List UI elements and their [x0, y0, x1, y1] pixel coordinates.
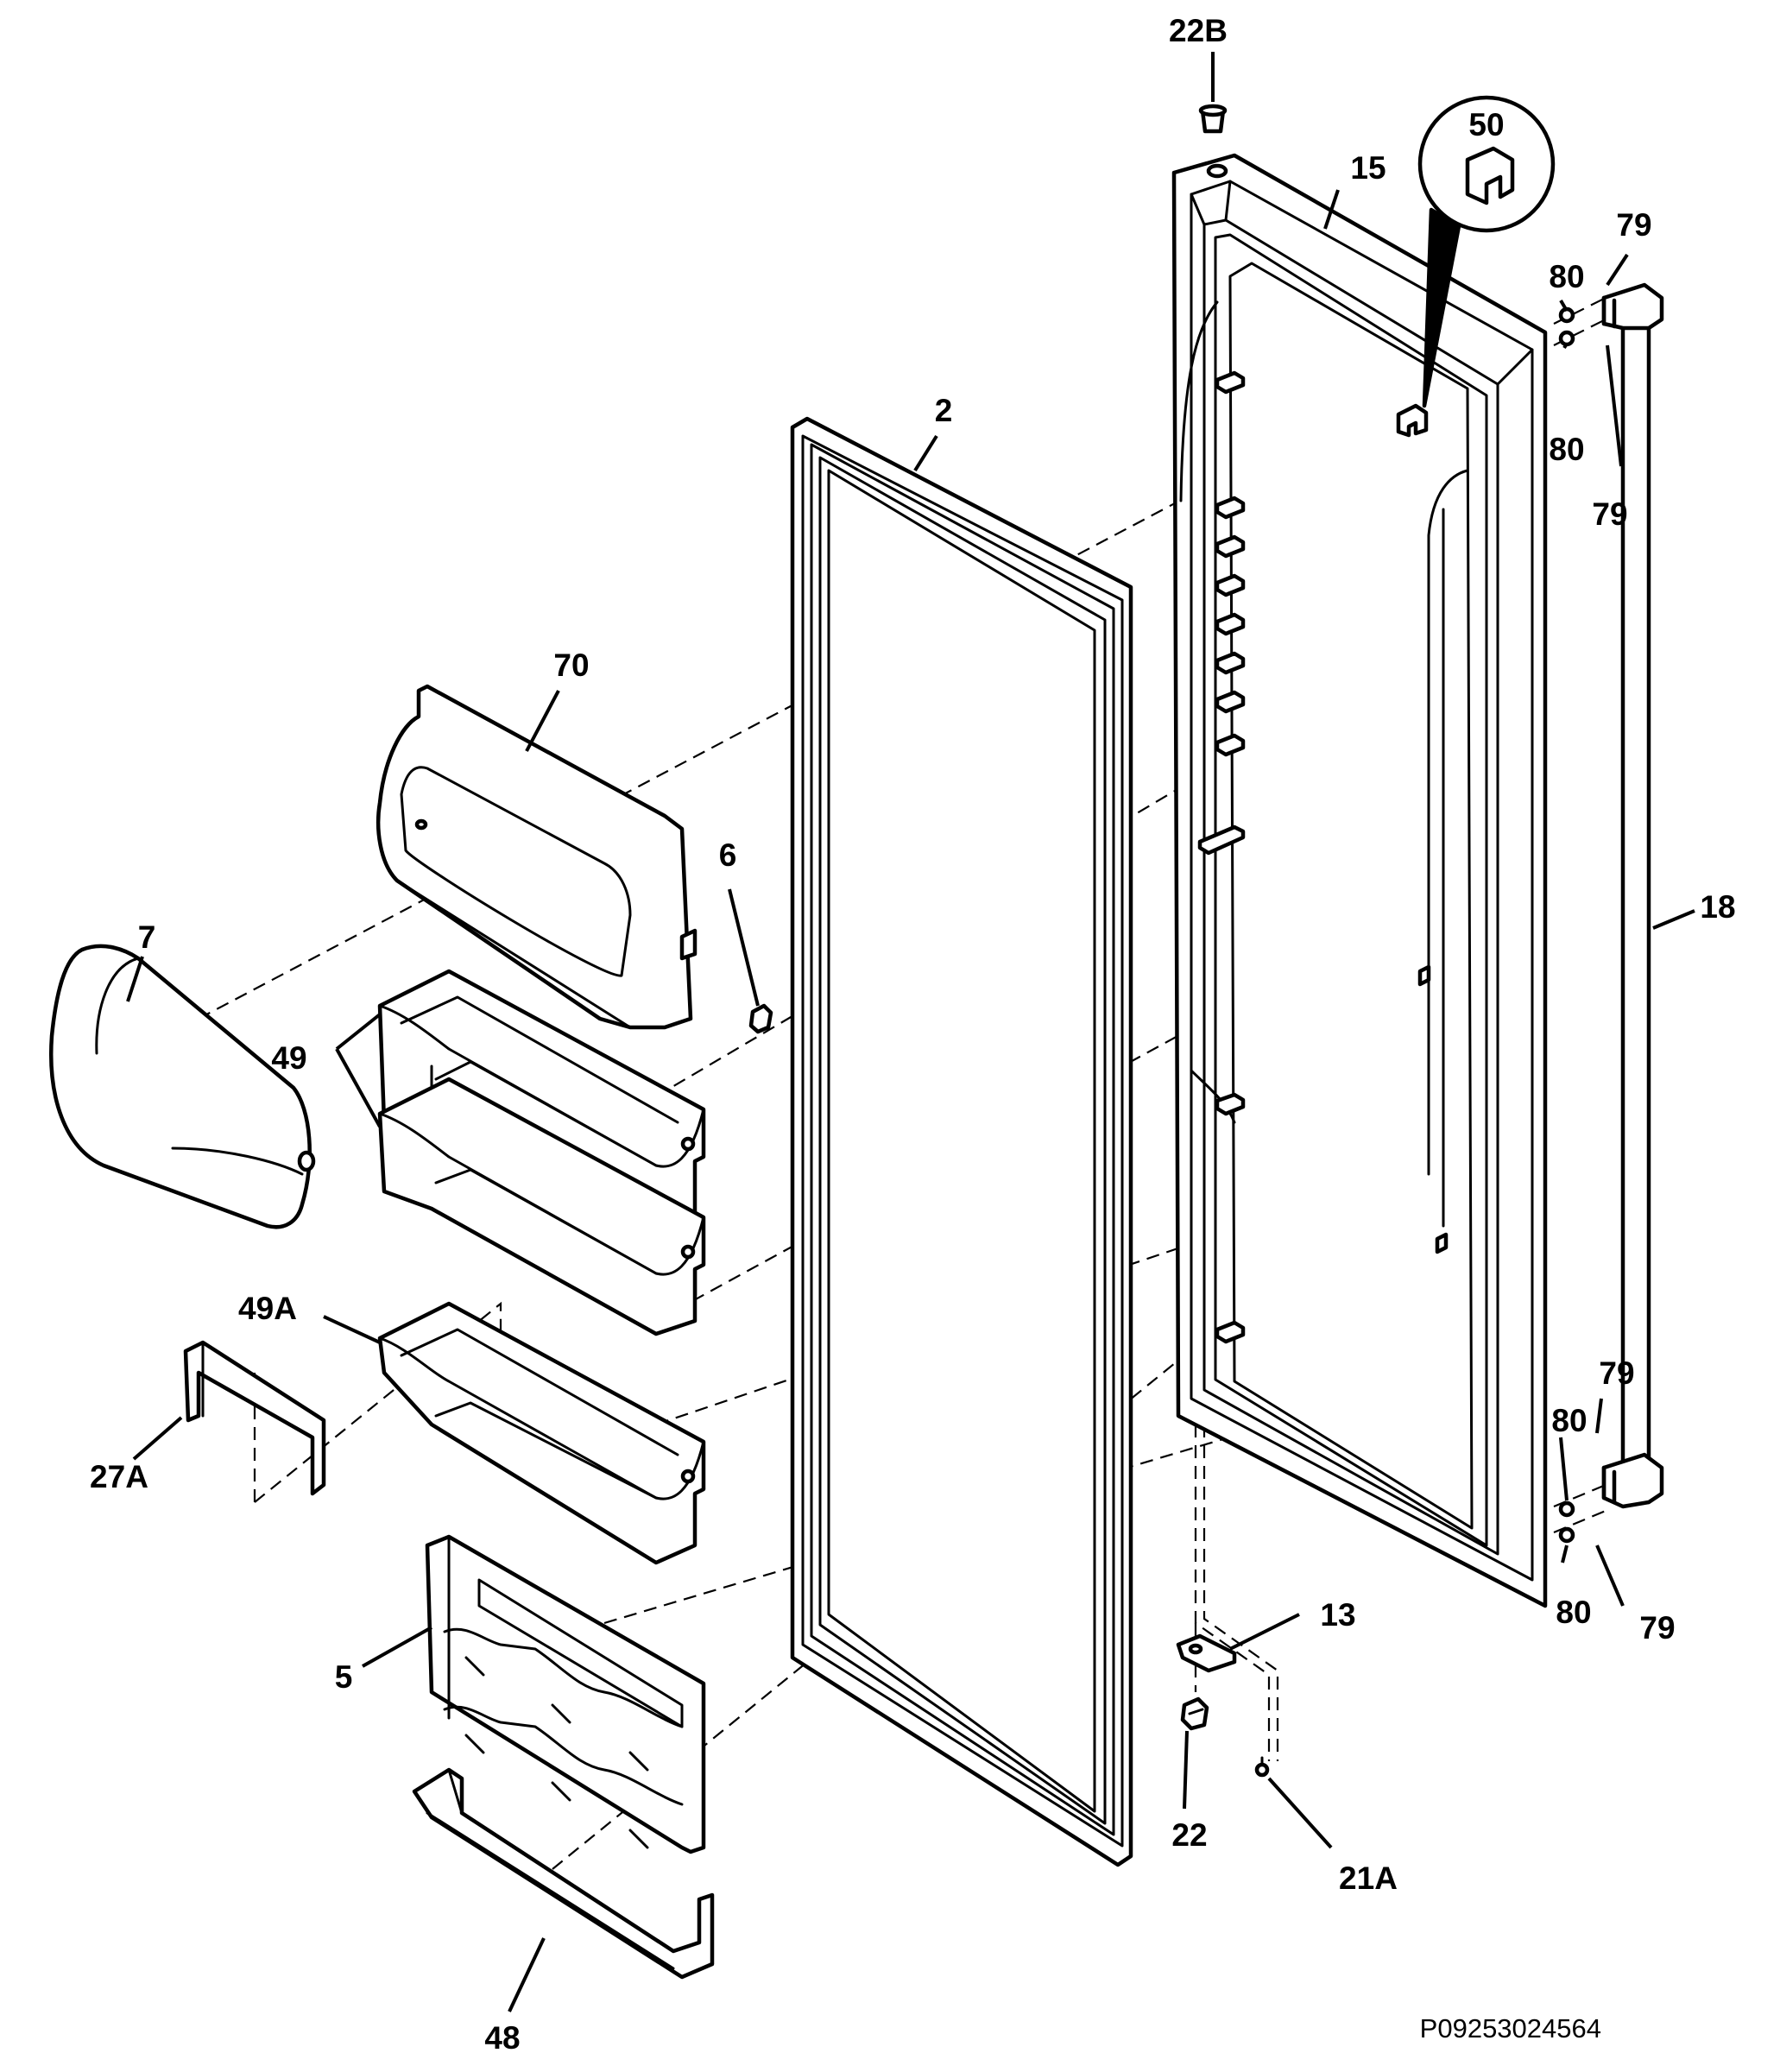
callout-49: 49	[271, 1040, 306, 1076]
callout-80-bottom: 80	[1551, 1403, 1587, 1438]
screws-80	[1558, 306, 1575, 1544]
callout-79-bottom: 79	[1599, 1355, 1634, 1391]
part-7-cover	[49, 944, 316, 1229]
callout-21A: 21A	[1339, 1860, 1398, 1896]
part-6-clip	[748, 1003, 773, 1034]
part-48-bottom-shelf	[412, 1767, 715, 1980]
callout-70: 70	[553, 648, 589, 683]
callout-79-bottom2: 79	[1639, 1610, 1675, 1646]
callout-80-top2: 80	[1549, 432, 1584, 467]
callout-50: 50	[1468, 107, 1504, 142]
callout-6: 6	[719, 837, 737, 873]
callout-7: 7	[138, 919, 156, 955]
callout-79-top: 79	[1616, 207, 1651, 243]
part-27A-handle	[183, 1340, 326, 1496]
part-18-handle	[1601, 282, 1664, 1509]
part-22B-plug	[1198, 104, 1228, 134]
callout-13: 13	[1320, 1597, 1355, 1633]
callout-22: 22	[1171, 1817, 1207, 1853]
drawing-code: P09253024564	[1420, 2013, 1601, 2044]
part-49A-bin	[377, 1301, 706, 1565]
part-5-rack	[425, 1534, 706, 1854]
callout-15: 15	[1350, 150, 1385, 186]
part-13-hinge	[1176, 1633, 1237, 1673]
part-22-bushing	[1180, 1696, 1209, 1731]
shelf-pegs	[1197, 370, 1449, 1344]
callout-22B: 22B	[1169, 13, 1228, 48]
callout-2: 2	[935, 393, 953, 428]
callout-49A: 49A	[238, 1291, 297, 1326]
callout-18: 18	[1700, 889, 1735, 925]
part-21A-screw	[1254, 1756, 1270, 1778]
part-2-gasket	[790, 416, 1133, 1867]
callout-labels: 22B 50 15 79 80 80 79 2 70 6 7 49 18 49A…	[90, 13, 1736, 2056]
callout-80-bottom2: 80	[1556, 1595, 1591, 1630]
part-70-dairy-compartment	[376, 684, 697, 1030]
callout-27A: 27A	[90, 1459, 148, 1494]
callout-48: 48	[484, 2020, 520, 2056]
callout-79-top2: 79	[1592, 496, 1627, 532]
leader-lines	[126, 52, 1695, 2012]
part-15-door	[1171, 153, 1548, 1608]
callout-80-top: 80	[1549, 259, 1584, 294]
part-49-bins	[377, 969, 706, 1336]
part-50-detail-circle	[1417, 95, 1556, 408]
callout-5: 5	[335, 1659, 353, 1695]
